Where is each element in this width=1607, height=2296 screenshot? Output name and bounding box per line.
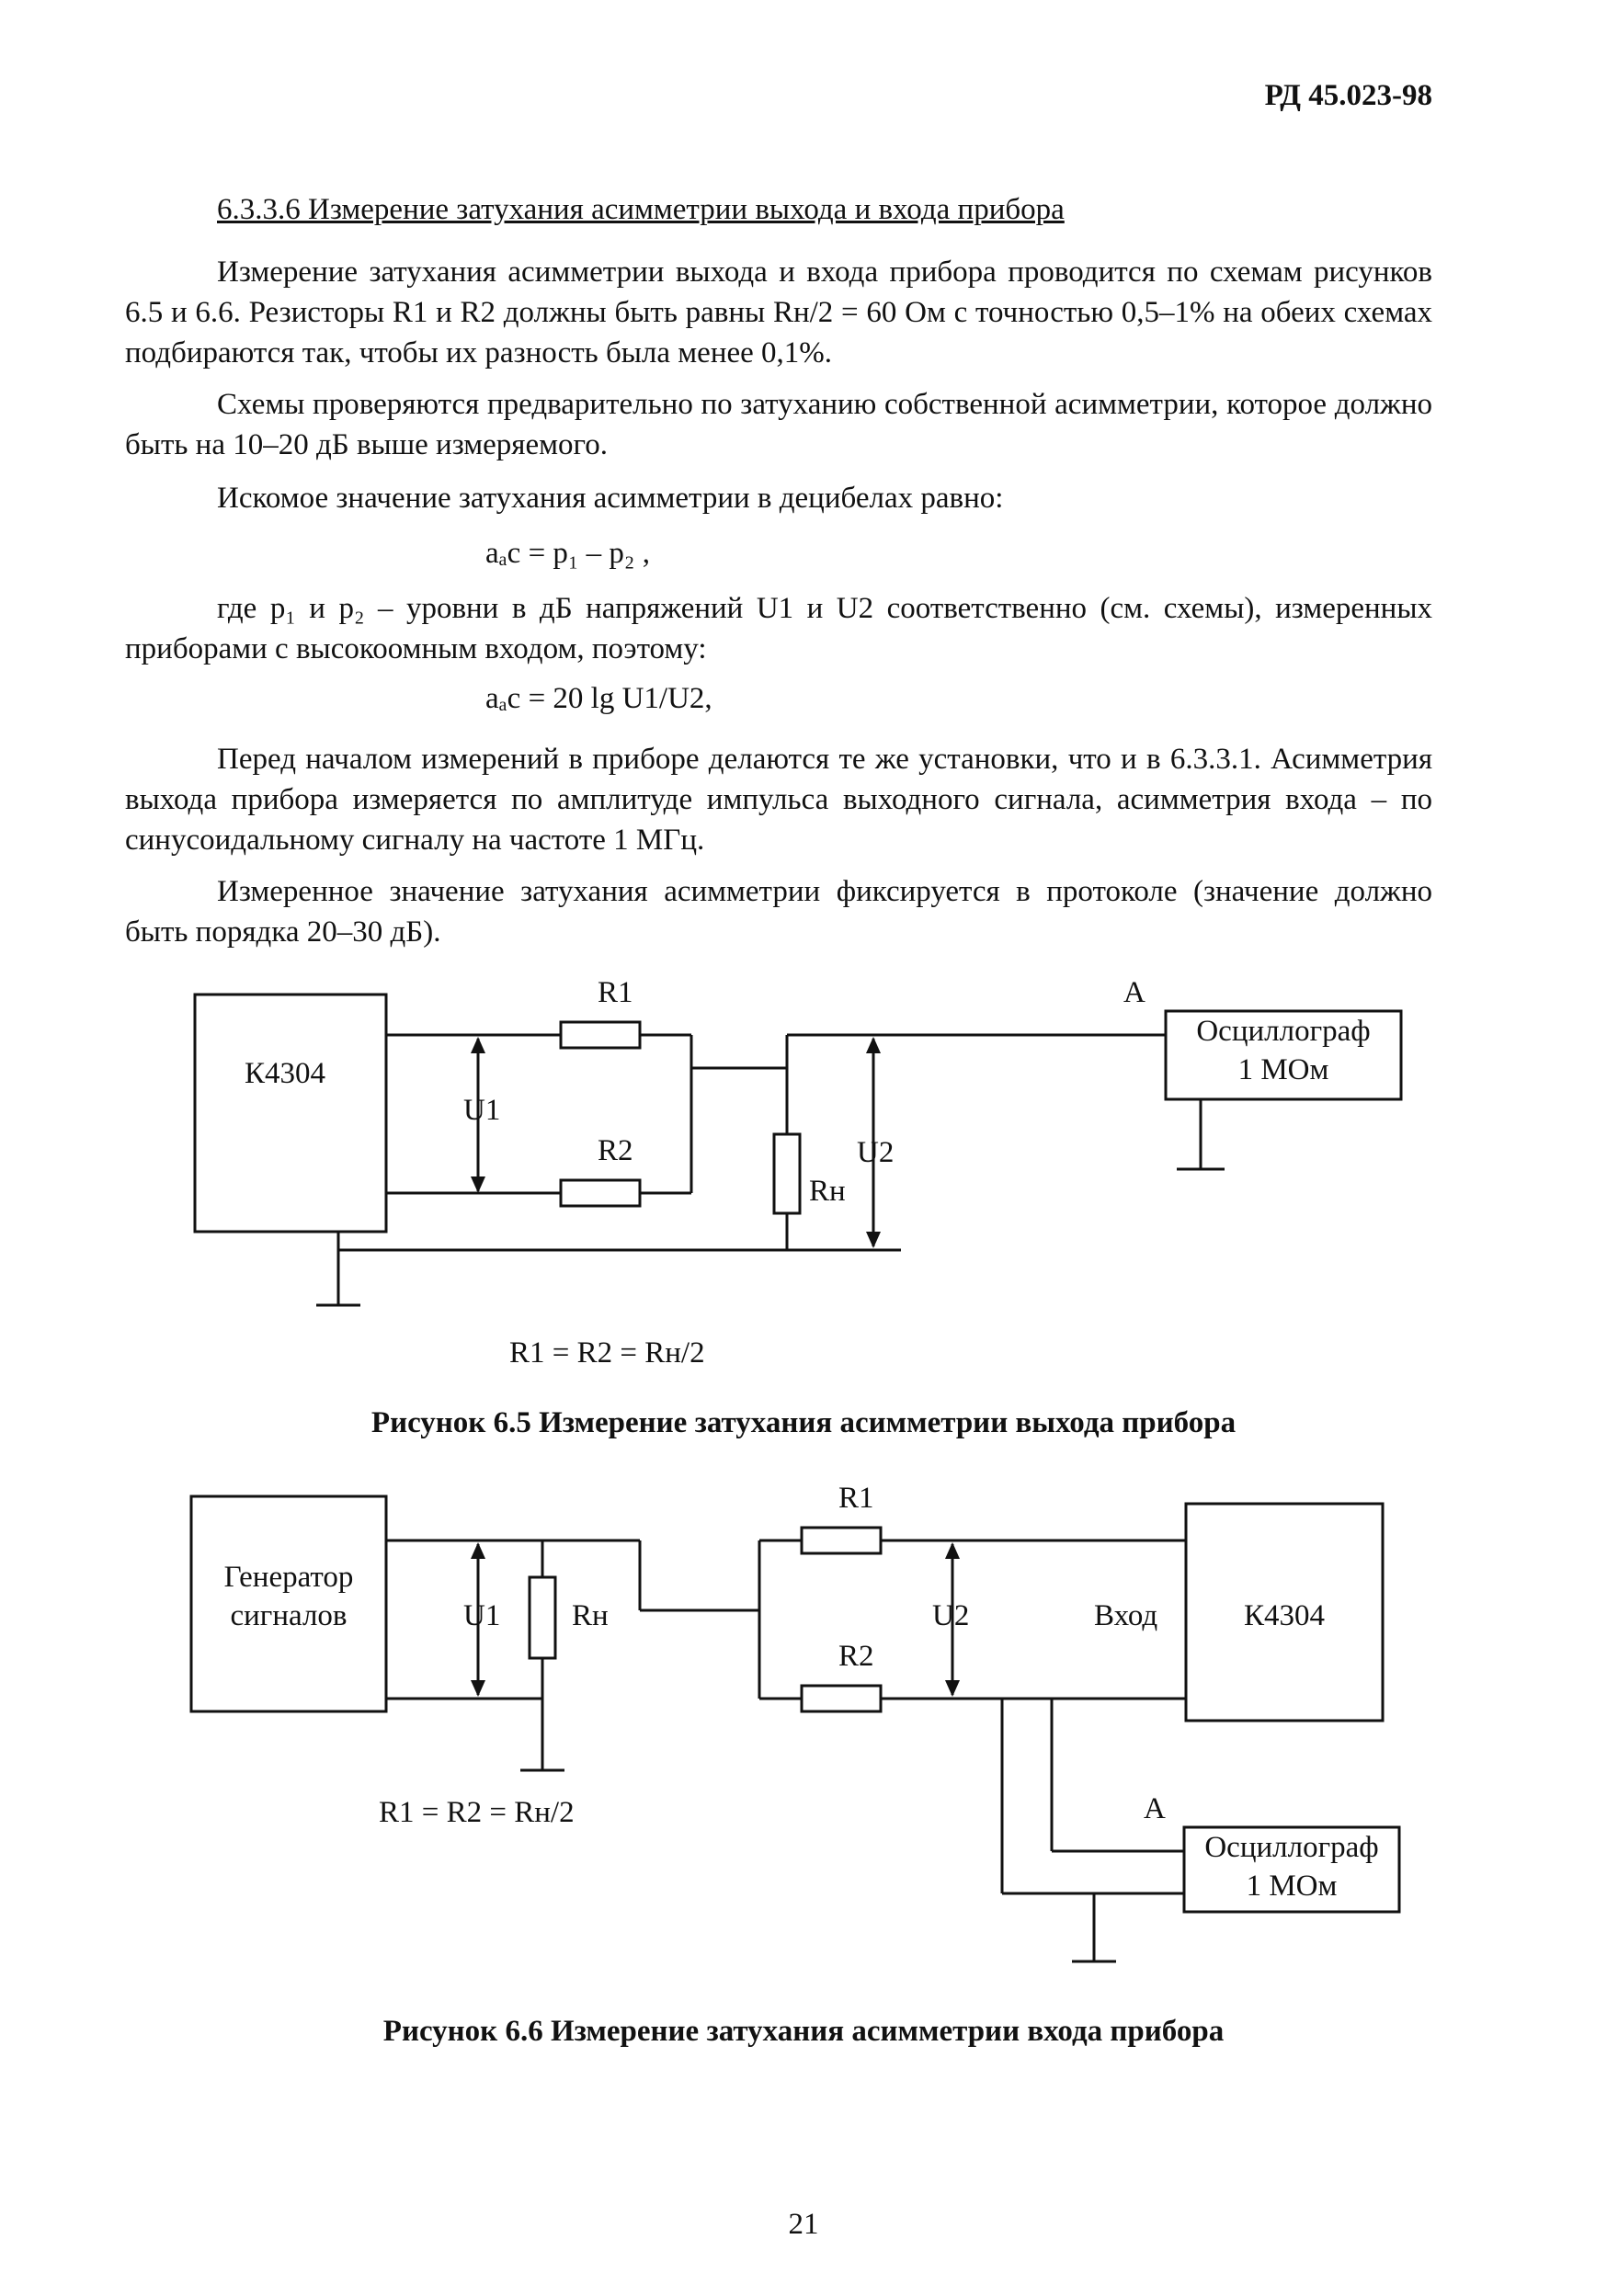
r1-label: R1 — [598, 976, 633, 1009]
input-label: Вход — [1094, 1599, 1158, 1632]
u2-label: U2 — [857, 1136, 895, 1169]
r2-label: R2 — [838, 1640, 874, 1673]
paragraph-2: Схемы проверяются предварительно по зату… — [125, 388, 1432, 461]
rn-resistor — [528, 1575, 557, 1660]
paragraph-1: Измерение затухания асимметрии выхода и … — [125, 256, 1432, 369]
figure-6-5-circuit — [193, 993, 1403, 1307]
k4304-box — [1184, 1502, 1385, 1722]
paragraph-6: Измеренное значение затухания асимметрии… — [125, 875, 1432, 949]
r1-resistor — [800, 1526, 883, 1555]
r2-label: R2 — [598, 1134, 633, 1167]
rn-resistor — [772, 1132, 802, 1215]
r2-resistor — [559, 1178, 642, 1208]
oscilloscope-box — [1164, 1009, 1403, 1101]
page-number: 21 — [788, 2208, 819, 2241]
u1-label: U1 — [463, 1599, 501, 1632]
k4304-label: К4304 — [1243, 1599, 1325, 1632]
r2-resistor — [800, 1684, 883, 1713]
document-code: РД 45.023-98 — [1264, 79, 1432, 112]
oscilloscope-box — [1182, 1825, 1401, 1914]
k4304-box — [193, 993, 388, 1233]
rn-label: Rн — [809, 1175, 846, 1208]
figure-6-5-arrows — [471, 1037, 881, 1248]
point-a-label: A — [1123, 976, 1145, 1009]
figure-6-6-circuit — [189, 1495, 1401, 1963]
figure-6-5-caption: Рисунок 6.5 Измерение затухания асимметр… — [370, 1406, 1237, 1439]
paragraph-where: где p₁ и p₂ – уровни в дБ напряжений U1 … — [125, 592, 1432, 665]
generator-box — [189, 1495, 388, 1713]
rn-label: Rн — [572, 1599, 609, 1632]
paragraph-5: Перед началом измерений в приборе делают… — [125, 743, 1432, 857]
k4304-label: К4304 — [245, 1057, 326, 1090]
generator-label-line2: сигналов — [230, 1599, 348, 1632]
paragraph-3: Искомое значение затухания асимметрии в … — [217, 482, 1004, 515]
section-title: 6.3.3.6 Измерение затухания асимметрии в… — [217, 193, 1065, 226]
oscilloscope-impedance-label: 1 МОм — [1246, 1870, 1338, 1903]
resistor-equation: R1 = R2 = Rн/2 — [379, 1796, 575, 1829]
generator-label: Генератор — [223, 1561, 354, 1594]
r1-resistor — [559, 1020, 642, 1050]
formula-1: aₐc = p₁ – p₂ , — [485, 537, 650, 570]
u1-label: U1 — [463, 1094, 501, 1127]
oscilloscope-label: Осциллограф — [1196, 1015, 1371, 1048]
formula-2: aₐc = 20 lg U1/U2, — [485, 682, 712, 715]
figure-6-6-caption: Рисунок 6.6 Измерение затухания асимметр… — [382, 2015, 1225, 2048]
oscilloscope-impedance-label: 1 МОм — [1237, 1053, 1329, 1086]
figure-6-6-arrows — [471, 1542, 960, 1697]
oscilloscope-label: Осциллограф — [1204, 1831, 1379, 1864]
r1-label: R1 — [838, 1482, 874, 1515]
u2-label: U2 — [932, 1599, 970, 1632]
resistor-equation: R1 = R2 = Rн/2 — [509, 1336, 705, 1370]
point-a-label: A — [1144, 1792, 1166, 1825]
